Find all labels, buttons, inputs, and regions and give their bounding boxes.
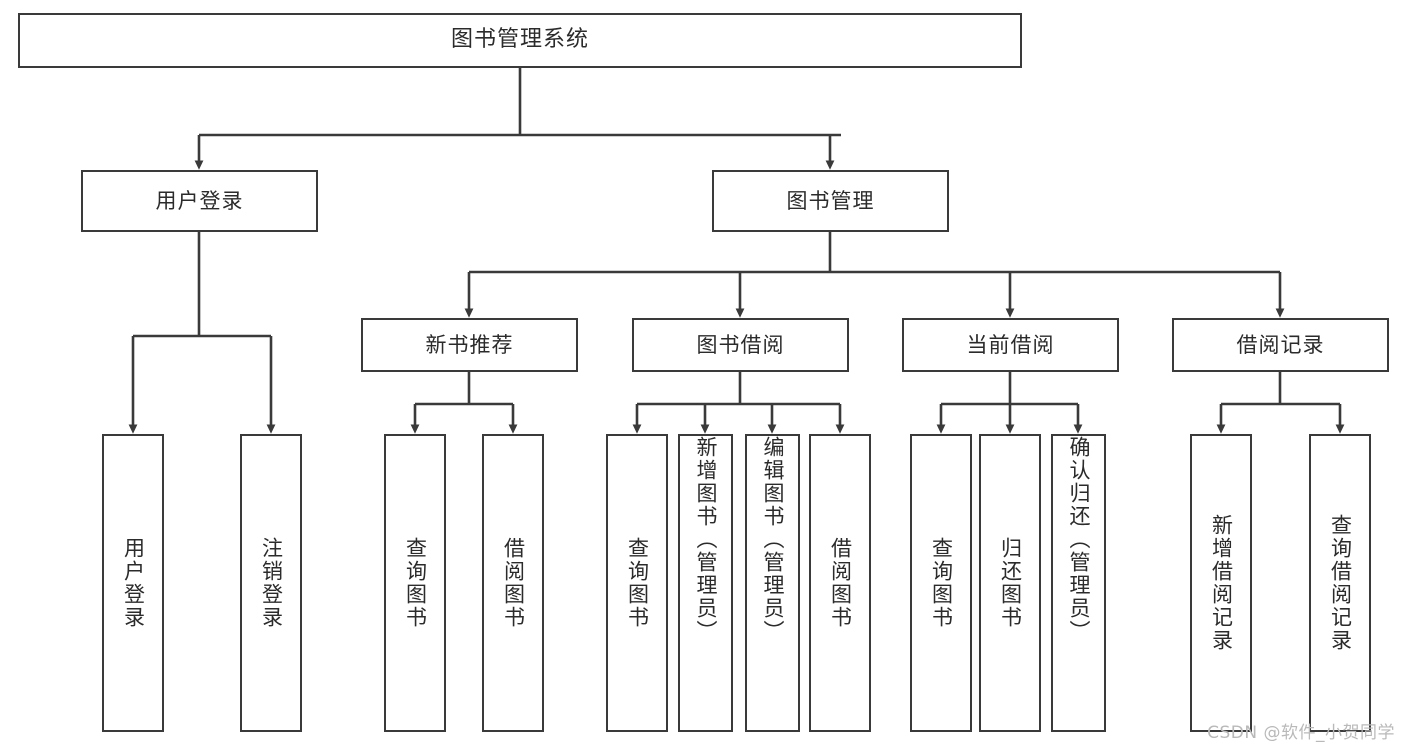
node-label: 新书推荐 xyxy=(425,332,514,357)
node-label: 用户登录 xyxy=(155,188,244,213)
node-label: 查询图书 xyxy=(625,537,650,629)
node-leaf-user-login[interactable]: 用户登录 xyxy=(102,434,164,732)
node-leaf-add-book-admin[interactable]: 新增图书（管理员） xyxy=(678,434,733,732)
node-label: 借阅图书 xyxy=(501,537,526,629)
node-label: 图书借阅 xyxy=(696,332,785,357)
node-leaf-add-borrow-record[interactable]: 新增借阅记录 xyxy=(1190,434,1252,732)
node-label: 借阅图书 xyxy=(828,537,853,629)
node-leaf-query-book-borrow[interactable]: 查询图书 xyxy=(606,434,668,732)
node-leaf-return-book[interactable]: 归还图书 xyxy=(979,434,1041,732)
node-label: 新增借阅记录 xyxy=(1209,514,1234,652)
node-user-login[interactable]: 用户登录 xyxy=(81,170,318,232)
node-leaf-query-borrow-record[interactable]: 查询借阅记录 xyxy=(1309,434,1371,732)
node-label: 确认归还（管理员） xyxy=(1067,436,1091,643)
node-leaf-borrow-book-borrow[interactable]: 借阅图书 xyxy=(809,434,871,732)
node-label: 归还图书 xyxy=(998,537,1023,629)
node-label: 借阅记录 xyxy=(1236,332,1325,357)
node-leaf-confirm-return-admin[interactable]: 确认归还（管理员） xyxy=(1051,434,1106,732)
node-book-borrow[interactable]: 图书借阅 xyxy=(632,318,849,372)
node-label: 用户登录 xyxy=(121,537,146,629)
node-leaf-query-book-new[interactable]: 查询图书 xyxy=(384,434,446,732)
node-label: 查询图书 xyxy=(929,537,954,629)
node-current-borrow[interactable]: 当前借阅 xyxy=(902,318,1119,372)
node-label: 查询图书 xyxy=(403,537,428,629)
node-leaf-logout[interactable]: 注销登录 xyxy=(240,434,302,732)
node-label: 查询借阅记录 xyxy=(1328,514,1353,652)
node-label: 编辑图书（管理员） xyxy=(761,436,785,643)
node-new-book-recommendation[interactable]: 新书推荐 xyxy=(361,318,578,372)
csdn-watermark: CSDN @软件_小贺同学 xyxy=(1207,723,1395,743)
node-label: 图书管理系统 xyxy=(450,27,589,53)
node-leaf-edit-book-admin[interactable]: 编辑图书（管理员） xyxy=(745,434,800,732)
node-book-management[interactable]: 图书管理 xyxy=(712,170,949,232)
node-leaf-borrow-book-new[interactable]: 借阅图书 xyxy=(482,434,544,732)
node-label: 当前借阅 xyxy=(966,332,1055,357)
node-label: 注销登录 xyxy=(259,537,284,629)
node-label: 图书管理 xyxy=(786,188,875,213)
node-leaf-query-book-current[interactable]: 查询图书 xyxy=(910,434,972,732)
node-root-book-management-system[interactable]: 图书管理系统 xyxy=(18,13,1022,68)
node-label: 新增图书（管理员） xyxy=(694,436,718,643)
node-borrow-record[interactable]: 借阅记录 xyxy=(1172,318,1389,372)
